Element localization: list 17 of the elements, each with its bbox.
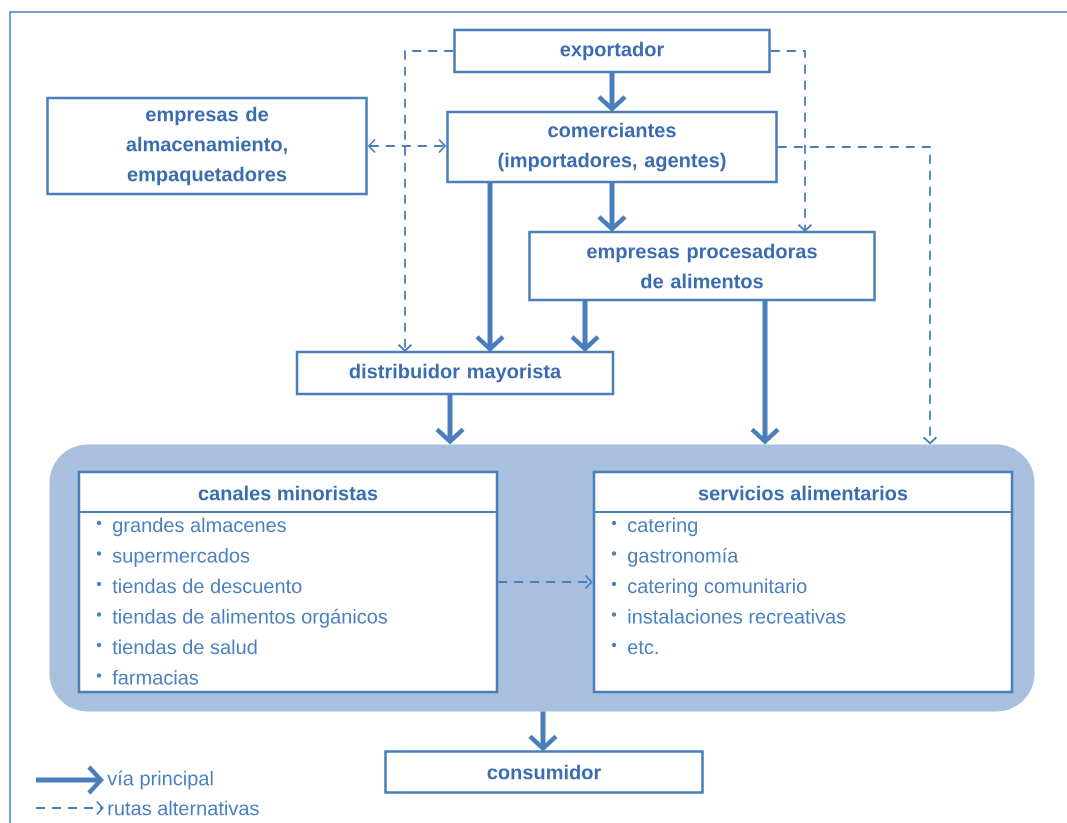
list-box: canales minoristas grandes almacenes supermercados tiendas de descuento tiendas de alimentos orgánicos tiendas de salud farmacias [77, 470, 499, 694]
flow-box: distribuidor mayorista [295, 350, 615, 396]
arrow [397, 50, 455, 352]
arrow [776, 146, 938, 445]
flow-box: comerciantes (importadores, agentes) [446, 110, 778, 184]
legend-label: vía principal [107, 770, 213, 790]
flow-box: exportador [453, 28, 771, 74]
arrow [750, 300, 780, 445]
arrow [769, 50, 813, 232]
arrow [367, 138, 447, 154]
list-box: servicios alimentarios catering gastronomía catering comunitario instalaciones recreativas etc. [592, 470, 1014, 694]
flow-box: consumidor [384, 750, 704, 794]
arrow [475, 182, 505, 352]
flow-box: empresas de almacenamiento, empaquetadores [46, 96, 368, 196]
arrow [497, 574, 593, 590]
legend-label: rutas alternativas [108, 800, 259, 816]
flow-box: empresas procesadoras de alimentos [528, 230, 876, 302]
